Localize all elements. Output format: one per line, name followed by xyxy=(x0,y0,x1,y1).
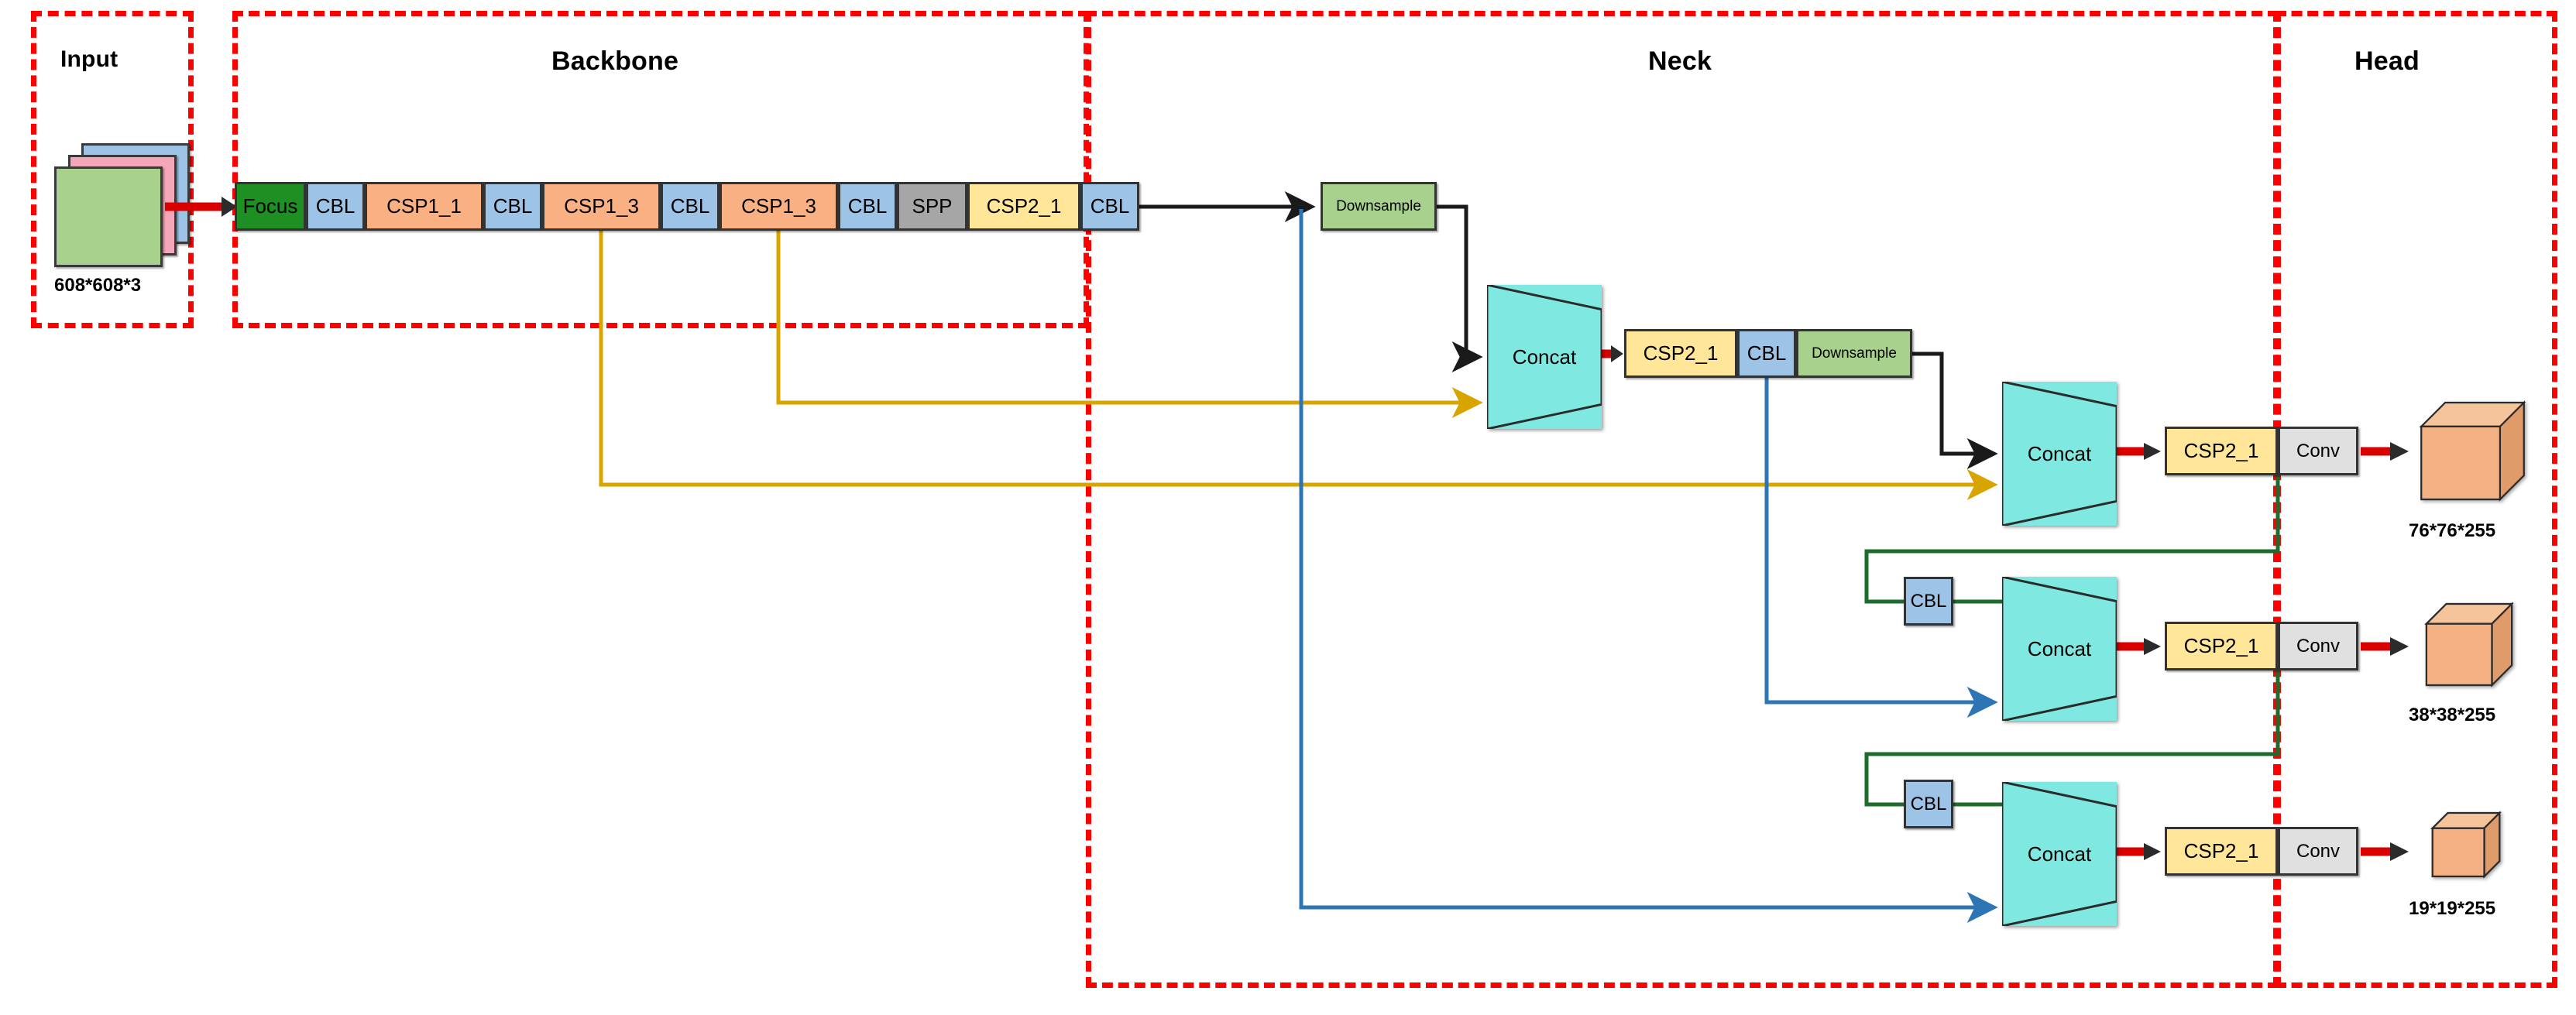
neck-block-csp2_1-4[interactable]: CSP2_1 xyxy=(2165,427,2278,475)
wire-neckcbl-to-concat3-blue xyxy=(1764,378,1998,718)
backbone-block-cbl-5[interactable]: CBL xyxy=(661,182,720,231)
neck-concat-2[interactable]: Concat xyxy=(2002,577,2117,721)
neck-block-csp2_1-8[interactable]: CSP2_1 xyxy=(2165,827,2278,876)
backbone-block-csp2_1-9[interactable]: CSP2_1 xyxy=(967,182,1080,231)
wire-conv2-to-output2 xyxy=(2361,637,2409,656)
concat-label: Concat xyxy=(1512,345,1577,369)
backbone-block-focus-0[interactable]: Focus xyxy=(235,182,306,231)
backbone-block-cbl-3[interactable]: CBL xyxy=(483,182,542,231)
block-label: CBL xyxy=(1910,793,1947,814)
block-label: Conv xyxy=(2296,440,2341,461)
block-label: Focus xyxy=(242,194,298,218)
head-conv-0[interactable]: Conv xyxy=(2278,427,2358,475)
wire-concat4-to-csp2 xyxy=(2117,843,2161,860)
output-dim-label-1: 38*38*255 xyxy=(2409,705,2496,725)
neck-concat-3[interactable]: Concat xyxy=(2002,782,2117,926)
block-label: CSP1_1 xyxy=(386,194,462,218)
block-label: CBL xyxy=(1747,341,1787,365)
neck-block-downsample-3[interactable]: Downsample xyxy=(1796,329,1912,378)
neck-concat-0[interactable]: Concat xyxy=(1487,285,1602,429)
head-conv-2[interactable]: Conv xyxy=(2278,827,2358,876)
block-label: CSP1_3 xyxy=(741,194,816,218)
concat-label: Concat xyxy=(2027,441,2092,465)
output-dim-label-0: 76*76*255 xyxy=(2409,520,2496,541)
neck-block-cbl-2[interactable]: CBL xyxy=(1737,329,1796,378)
concat-label: Concat xyxy=(2027,636,2092,660)
backbone-block-csp1_1-2[interactable]: CSP1_1 xyxy=(365,182,483,231)
wire-downsample2-to-concat2 xyxy=(1912,351,1998,469)
head-conv-1[interactable]: Conv xyxy=(2278,622,2358,670)
backbone-block-cbl-7[interactable]: CBL xyxy=(838,182,897,231)
section-title-backbone: Backbone xyxy=(551,46,679,76)
block-label: CBL xyxy=(493,194,533,218)
block-label: SPP xyxy=(912,194,953,218)
neck-block-cbl-7[interactable]: CBL xyxy=(1904,780,1953,828)
wire-conv3-to-output3 xyxy=(2361,842,2409,861)
output-cube-2 xyxy=(2430,811,2502,879)
input-dim-label: 608*608*3 xyxy=(54,275,142,296)
backbone-block-csp1_3-4[interactable]: CSP1_3 xyxy=(542,182,661,231)
block-label: Downsample xyxy=(1336,197,1421,214)
backbone-block-cbl-10[interactable]: CBL xyxy=(1080,182,1139,231)
neck-block-cbl-5[interactable]: CBL xyxy=(1904,577,1953,626)
block-label: CBL xyxy=(315,194,355,218)
wire-concat2-to-csp2 xyxy=(2117,443,2161,460)
output-dim-label-2: 19*19*255 xyxy=(2409,898,2496,919)
block-label: CSP2_1 xyxy=(2183,634,2259,657)
wire-concat3-to-csp2 xyxy=(2117,638,2161,655)
output-cube-0 xyxy=(2419,400,2526,502)
block-label: Conv xyxy=(2296,635,2341,657)
block-label: CSP2_1 xyxy=(2183,839,2259,862)
wire-csp1b-to-concat1-gold xyxy=(776,231,1483,418)
block-label: CSP2_1 xyxy=(986,194,1062,218)
block-label: CSP2_1 xyxy=(1643,341,1719,365)
neck-concat-1[interactable]: Concat xyxy=(2002,382,2117,526)
neck-block-csp2_1-6[interactable]: CSP2_1 xyxy=(2165,622,2278,670)
block-label: Downsample xyxy=(1812,345,1897,362)
neck-block-downsample-0[interactable]: Downsample xyxy=(1321,182,1437,231)
block-label: CBL xyxy=(1910,590,1947,612)
backbone-block-csp1_3-6[interactable]: CSP1_3 xyxy=(720,182,838,231)
output-cube-1 xyxy=(2424,602,2514,688)
section-title-head: Head xyxy=(2354,46,2420,76)
wire-concat1-to-csp2 xyxy=(1602,345,1623,362)
wire-conv1-to-output1 xyxy=(2361,442,2409,461)
block-label: CBL xyxy=(1090,194,1130,218)
concat-label: Concat xyxy=(2027,842,2092,866)
wire-backbone-to-concat4-blue xyxy=(1299,209,1998,923)
block-label: CBL xyxy=(847,194,888,218)
section-title-neck: Neck xyxy=(1648,46,1712,76)
neck-block-csp2_1-1[interactable]: CSP2_1 xyxy=(1624,329,1737,378)
section-title-input: Input xyxy=(60,46,118,72)
block-label: Conv xyxy=(2296,840,2341,862)
wire-downsample1-to-concat1 xyxy=(1437,204,1483,372)
backbone-block-cbl-1[interactable]: CBL xyxy=(306,182,365,231)
input-plane-green xyxy=(54,166,163,267)
block-label: CSP2_1 xyxy=(2183,439,2259,462)
block-label: CSP1_3 xyxy=(564,194,639,218)
block-label: CBL xyxy=(670,194,710,218)
backbone-block-spp-8[interactable]: SPP xyxy=(897,182,967,231)
